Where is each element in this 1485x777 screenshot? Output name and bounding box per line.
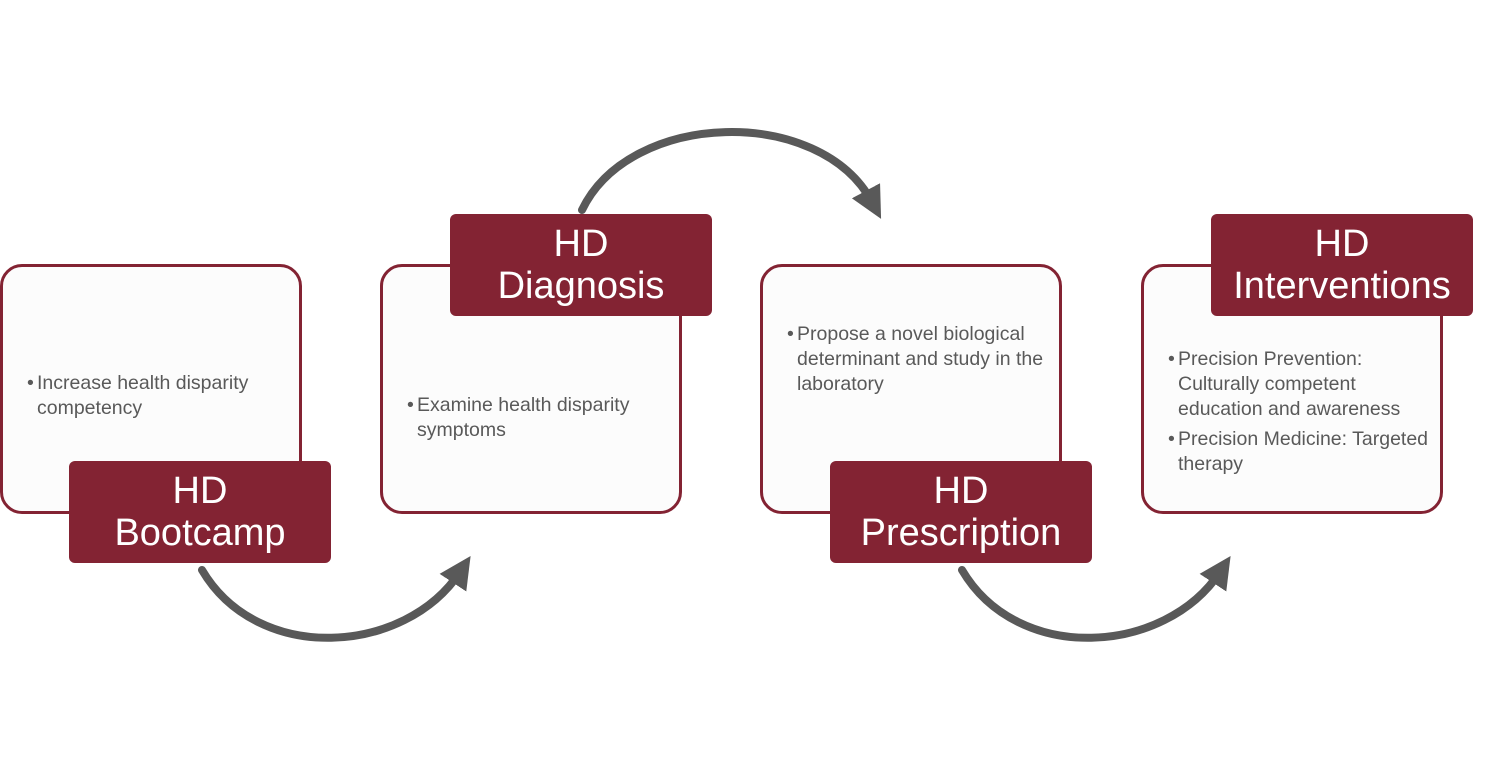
- step-label-line1: HD: [172, 470, 228, 512]
- bullet-item: Propose a novel biological determinant a…: [787, 322, 1049, 397]
- bullet-item: Precision Prevention: Culturally compete…: [1168, 347, 1430, 422]
- step-label-line2: Interventions: [1233, 265, 1451, 307]
- prescription-bullets: Propose a novel biological determinant a…: [787, 322, 1049, 402]
- bullet-item: Precision Medicine: Targeted therapy: [1168, 427, 1430, 477]
- step-label-interventions: HD Interventions: [1211, 214, 1473, 316]
- arrow-bootcamp-to-diagnosis: [198, 556, 471, 642]
- bullet-item: Increase health disparity competency: [27, 371, 289, 421]
- step-label-bootcamp: HD Bootcamp: [69, 461, 331, 563]
- step-label-line2: Bootcamp: [114, 512, 286, 554]
- step-label-line1: HD: [1314, 223, 1370, 265]
- arrow-prescription-to-interventions: [958, 556, 1231, 642]
- arrow-diagnosis-to-prescription: [578, 128, 882, 219]
- step-label-line2: Diagnosis: [497, 265, 665, 307]
- step-label-diagnosis: HD Diagnosis: [450, 214, 712, 316]
- step-label-line1: HD: [933, 470, 989, 512]
- bootcamp-bullets: Increase health disparity competency: [27, 371, 289, 426]
- bullet-item: Examine health disparity symptoms: [407, 393, 669, 443]
- step-label-line1: HD: [553, 223, 609, 265]
- step-label-line2: Prescription: [860, 512, 1062, 554]
- step-label-prescription: HD Prescription: [830, 461, 1092, 563]
- interventions-bullets: Precision Prevention: Culturally compete…: [1168, 347, 1430, 482]
- diagnosis-bullets: Examine health disparity symptoms: [407, 393, 669, 448]
